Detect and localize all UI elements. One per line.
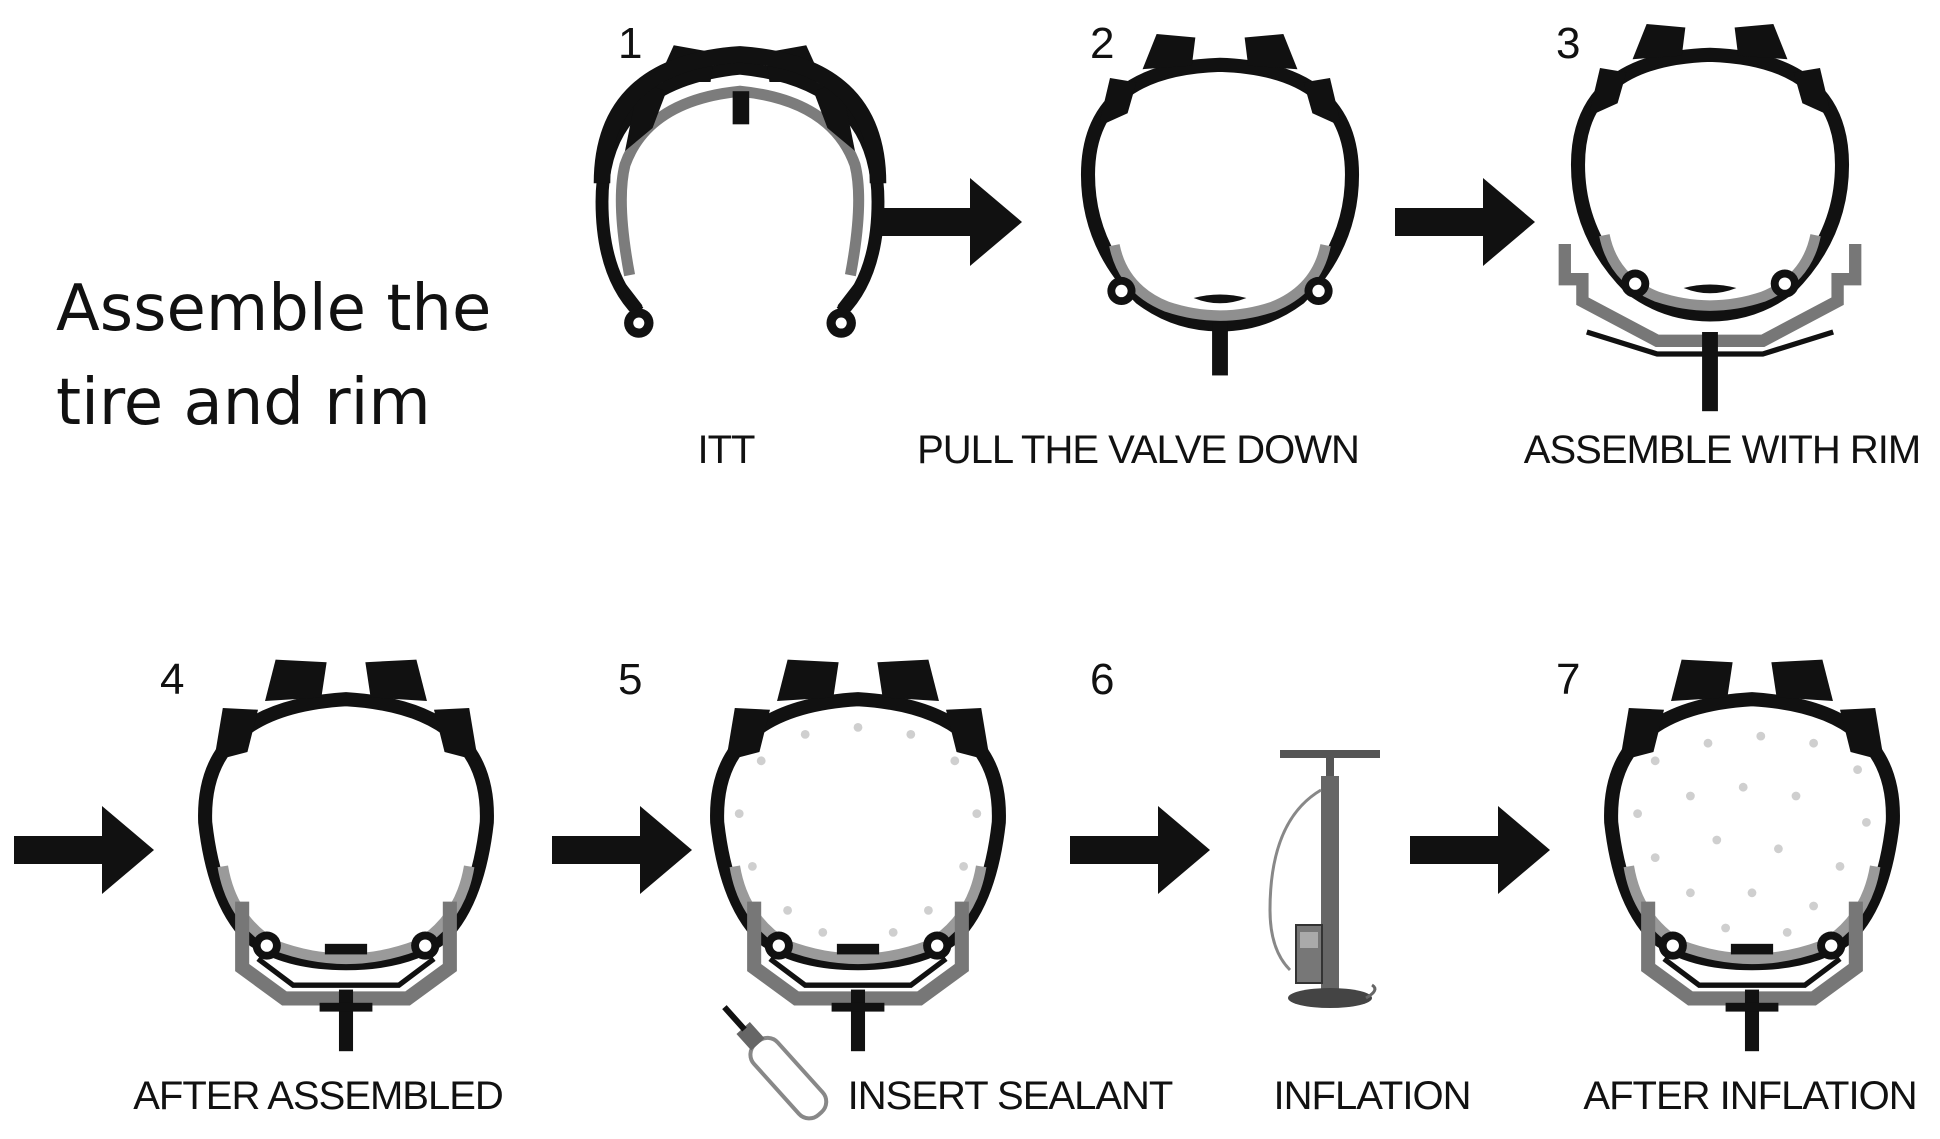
arrow-right-icon bbox=[14, 806, 154, 894]
page-title: Assemble the tire and rim bbox=[56, 262, 491, 450]
step-3-tire-illustration bbox=[1558, 24, 1862, 412]
step-caption: PULL THE VALVE DOWN bbox=[917, 428, 1360, 472]
step-caption: AFTER INFLATION bbox=[1583, 1074, 1917, 1118]
step-1-tire-illustration bbox=[602, 45, 878, 338]
step-number: 7 bbox=[1556, 655, 1581, 704]
step-number: 5 bbox=[618, 655, 643, 704]
step-number: 6 bbox=[1090, 655, 1115, 704]
step-caption: ASSEMBLE WITH RIM bbox=[1523, 428, 1921, 472]
arrow-right-icon bbox=[882, 178, 1022, 266]
title-line-1: Assemble the bbox=[56, 272, 492, 346]
title-line-2: tire and rim bbox=[56, 366, 431, 440]
step-2-tire-illustration bbox=[1088, 34, 1352, 376]
step-7-tire-illustration bbox=[1611, 660, 1893, 1052]
step-4-tire-illustration bbox=[205, 660, 487, 1052]
arrow-right-icon bbox=[1410, 806, 1550, 894]
arrow-right-icon bbox=[552, 806, 692, 894]
step-caption: ITT bbox=[697, 428, 756, 472]
step-number: 2 bbox=[1090, 19, 1115, 68]
step-number: 1 bbox=[618, 19, 643, 68]
step-5-tire-illustration bbox=[717, 660, 999, 1052]
step-caption: INFLATION bbox=[1273, 1074, 1472, 1118]
floor-pump-icon bbox=[1268, 750, 1380, 1008]
arrow-right-icon bbox=[1395, 178, 1535, 266]
step-number: 4 bbox=[160, 655, 185, 704]
sealant-bottle-icon bbox=[722, 1005, 829, 1121]
step-number: 3 bbox=[1556, 19, 1581, 68]
step-caption: INSERT SEALANT bbox=[847, 1074, 1174, 1118]
step-caption: AFTER ASSEMBLED bbox=[133, 1074, 504, 1118]
arrow-right-icon bbox=[1070, 806, 1210, 894]
